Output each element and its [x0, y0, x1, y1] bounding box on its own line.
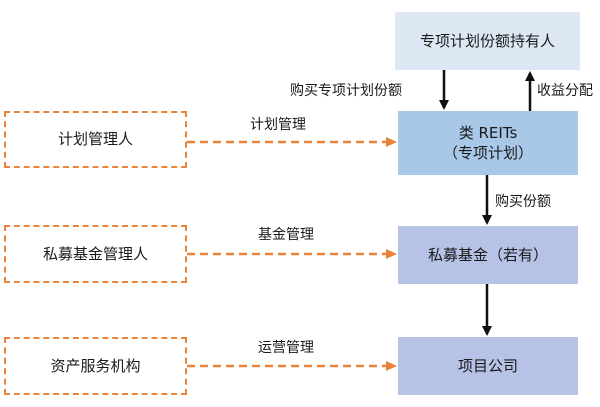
label-buy-plan: 购买专项计划份额 — [290, 83, 402, 99]
label-ops-mgmt: 运营管理 — [258, 340, 314, 356]
private-fund-label: 私募基金（若有） — [427, 245, 548, 264]
reits-box: 类 REITs （专项计划） — [398, 111, 578, 175]
plan-manager-label: 计划管理人 — [57, 130, 133, 149]
label-plan-mgmt: 计划管理 — [250, 117, 306, 133]
asset-service-label: 资产服务机构 — [50, 356, 141, 375]
label-income: 收益分配 — [537, 83, 593, 99]
private-fund-box: 私募基金（若有） — [398, 226, 578, 284]
label-buy-share: 购买份额 — [495, 194, 551, 210]
fund-manager-label: 私募基金管理人 — [42, 244, 148, 263]
reits-line1: 类 REITs — [458, 123, 518, 142]
holders-label: 专项计划份额持有人 — [419, 31, 555, 50]
label-fund-mgmt: 基金管理 — [258, 227, 314, 243]
project-company-label: 项目公司 — [457, 356, 518, 375]
fund-manager-box: 私募基金管理人 — [4, 225, 187, 283]
plan-manager-box: 计划管理人 — [4, 111, 187, 168]
project-company-box: 项目公司 — [398, 337, 578, 395]
reits-line2: （专项计划） — [442, 144, 533, 162]
holders-box: 专项计划份额持有人 — [395, 12, 580, 70]
asset-service-box: 资产服务机构 — [4, 337, 187, 395]
